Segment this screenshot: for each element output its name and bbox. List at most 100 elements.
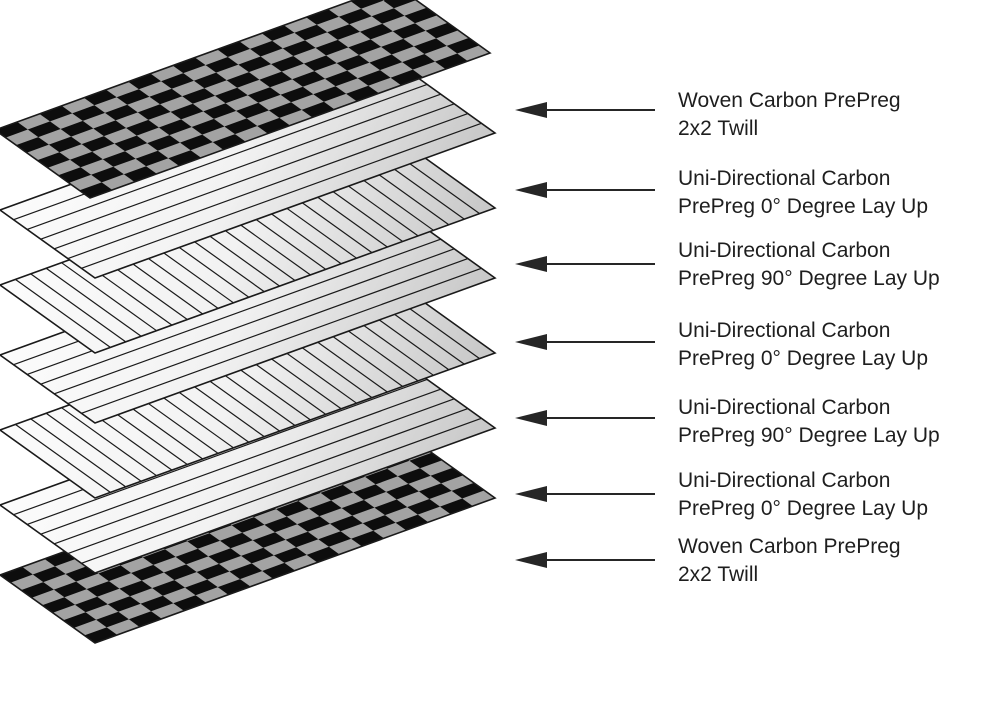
twill-cell: [205, 57, 239, 73]
fiber-line: [40, 238, 441, 385]
twill-cell: [114, 135, 148, 152]
twill-cell: [280, 86, 314, 103]
twill-cell: [128, 73, 162, 90]
twill-cell: [306, 9, 339, 25]
twill-cell: [79, 182, 113, 198]
twill-cell: [247, 87, 281, 103]
twill-cell: [390, 69, 424, 86]
twill-cell: [93, 120, 127, 137]
twill-cell: [0, 566, 33, 583]
twill-cell: [346, 85, 379, 102]
layer-label-line1: Uni-Directional Carbon: [678, 239, 890, 262]
twill-cell: [182, 88, 215, 104]
twill-cell: [250, 40, 283, 57]
twill-cell: [327, 24, 360, 40]
twill-cell: [383, 0, 417, 9]
twill-cell: [135, 150, 169, 167]
fiber-line: [45, 412, 142, 482]
twill-cell: [252, 532, 286, 548]
twill-cell: [386, 483, 419, 500]
twill-cell: [320, 484, 354, 501]
arrow-left-icon: [515, 552, 547, 568]
layer-label-line2: 2x2 Twill: [678, 563, 758, 586]
twill-cell: [313, 86, 347, 102]
twill-cell: [231, 517, 265, 533]
fiber-line: [81, 122, 482, 269]
twill-cell: [425, 22, 459, 39]
twill-cell: [259, 71, 293, 88]
twill-cell: [261, 25, 295, 41]
twill-cell: [348, 39, 382, 55]
twill-cell: [70, 151, 103, 168]
twill-cell: [105, 104, 138, 121]
twill-cell: [163, 564, 197, 581]
fiber-line: [15, 278, 111, 348]
twill-cell: [381, 38, 414, 55]
twill-cell: [149, 88, 183, 105]
twill-cell: [301, 101, 335, 118]
fiber-line: [54, 248, 455, 395]
twill-cell: [81, 136, 115, 152]
arrow-left-icon: [515, 102, 547, 118]
twill-cell: [86, 581, 120, 597]
twill-cell: [39, 105, 73, 122]
twill-cell: [170, 103, 204, 120]
ply-outline: [0, 0, 492, 199]
twill-cell: [96, 611, 129, 628]
fiber-line: [67, 113, 469, 260]
twill-cell: [294, 24, 328, 41]
ply-1-woven: [0, 0, 492, 199]
twill-cell: [172, 57, 206, 74]
twill-cell: [330, 515, 363, 532]
ply-stack: [0, 0, 497, 644]
twill-cell: [168, 150, 202, 166]
ud-ply-base: [0, 65, 495, 278]
fiber-line: [30, 418, 127, 488]
arrow-left-icon: [515, 256, 547, 272]
twill-cell: [418, 483, 452, 499]
twill-cell: [161, 73, 194, 89]
twill-cell: [83, 89, 117, 106]
twill-cell: [402, 54, 435, 70]
twill-cell: [451, 482, 485, 499]
arrow-left-icon: [515, 334, 547, 350]
ud-ply-base: [0, 210, 495, 423]
twill-cell: [217, 41, 250, 57]
twill-cell: [238, 56, 272, 73]
twill-cell: [203, 103, 237, 119]
twill-cell: [102, 151, 136, 167]
twill-cell: [60, 120, 94, 137]
twill-cell: [369, 54, 403, 71]
twill-cell: [128, 611, 162, 627]
twill-cell: [191, 118, 225, 135]
twill-cell: [392, 23, 426, 39]
fiber-line: [45, 267, 142, 337]
twill-cell: [142, 549, 176, 565]
twill-cell: [404, 7, 438, 24]
twill-cell: [282, 40, 316, 56]
twill-cell: [264, 516, 298, 533]
arrow-left-icon: [515, 410, 547, 426]
twill-cell: [338, 8, 372, 25]
layer-label-line1: Woven Carbon PrePreg: [678, 535, 901, 558]
twill-cell: [147, 135, 180, 151]
twill-cell: [350, 0, 384, 9]
twill-cell: [107, 596, 141, 612]
twill-cell: [430, 467, 464, 484]
twill-cell: [273, 547, 307, 563]
twill-cell: [175, 548, 209, 565]
twill-cell: [187, 533, 220, 549]
fiber-line: [26, 378, 428, 525]
layer-label-line2: PrePreg 0° Degree Lay Up: [678, 497, 928, 520]
twill-cell: [193, 72, 227, 89]
twill-cell: [374, 499, 408, 516]
twill-cell: [224, 118, 258, 135]
arrow-left-icon: [515, 486, 547, 502]
twill-cell: [365, 468, 398, 485]
layer-label-line1: Uni-Directional Carbon: [678, 319, 890, 342]
fiber-line: [26, 83, 428, 230]
